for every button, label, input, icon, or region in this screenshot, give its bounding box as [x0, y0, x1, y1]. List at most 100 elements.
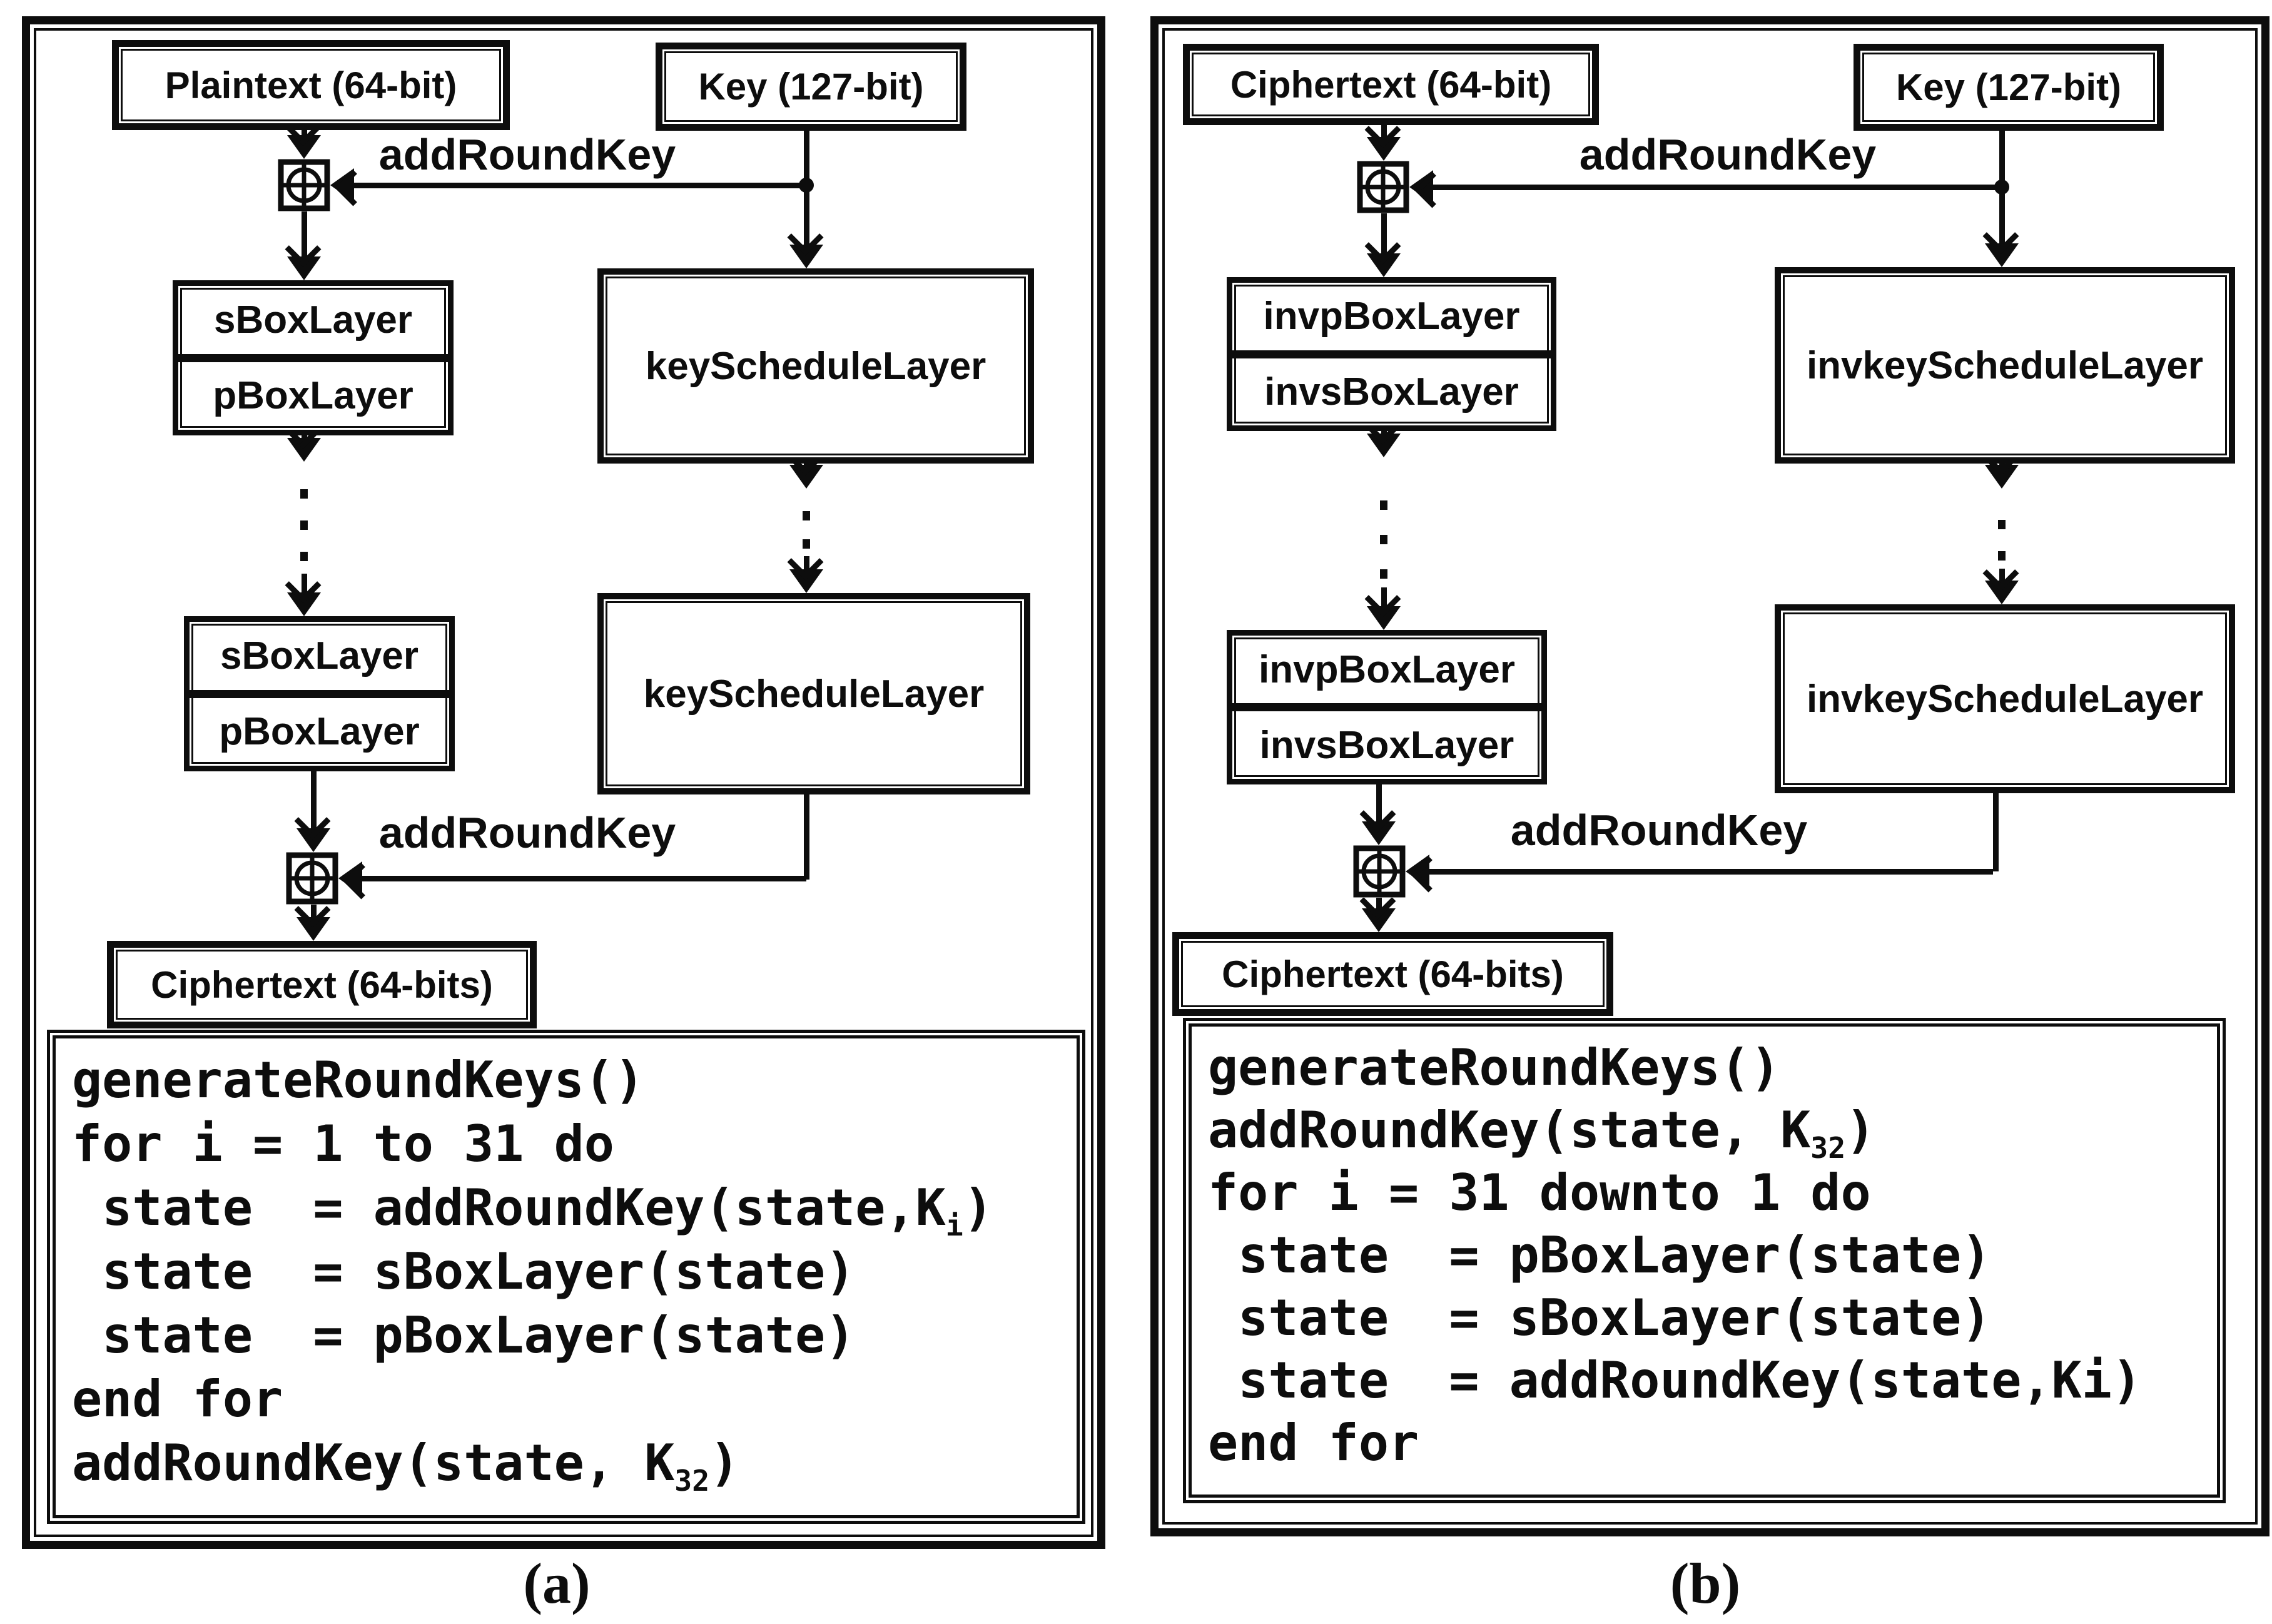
- key-label: Key (127-bit): [698, 66, 924, 108]
- invs-layer-cell: invsBoxLayer: [1264, 370, 1519, 414]
- box-divider: [1232, 703, 1541, 711]
- code-line: for i = 31 downto 1 do: [1208, 1164, 1871, 1222]
- ciphertext-label: Ciphertext (64-bits): [151, 963, 493, 1006]
- arrow-down-icon: [287, 592, 321, 616]
- code-line: generateRoundKeys(): [72, 1051, 645, 1109]
- arrow-down-icon: [287, 438, 321, 462]
- dotted-line-dot: [300, 552, 308, 561]
- arrow-down-icon: [1367, 606, 1401, 630]
- code-line: end for: [1208, 1414, 1419, 1472]
- arrow-left-icon: [338, 861, 362, 895]
- add-round-key-line: [1432, 185, 1999, 190]
- add-round-key-label: addRoundKey: [378, 808, 676, 857]
- xor-icon: [1353, 845, 1406, 898]
- pbox-layer-cell: pBoxLayer: [213, 374, 413, 418]
- dotted-line-dot: [1380, 569, 1387, 579]
- pseudocode-box: generateRoundKeys() addRoundKey(state, K…: [1183, 1018, 2226, 1503]
- key-schedule-label: keyScheduleLayer: [643, 672, 985, 716]
- box-divider: [1232, 350, 1551, 358]
- junction-dot: [799, 178, 814, 193]
- code-line: state = addRoundKey(state,Ki): [72, 1179, 993, 1242]
- code-line: end for: [72, 1370, 283, 1428]
- elbow-line: [361, 876, 806, 881]
- code-line: for i = 1 to 31 do: [72, 1115, 614, 1173]
- dotted-line-dot: [1380, 535, 1387, 544]
- key-schedule-box: keyScheduleLayer: [597, 268, 1034, 464]
- pseudocode-box: generateRoundKeys() for i = 1 to 31 do s…: [47, 1030, 1085, 1524]
- arrow-down-icon: [789, 465, 823, 489]
- arrow-down-icon: [297, 828, 330, 852]
- box-divider: [178, 353, 448, 362]
- key-schedule-label: keyScheduleLayer: [645, 344, 986, 388]
- sbox-layer-cell: sBoxLayer: [220, 634, 419, 678]
- dotted-line-dot: [803, 511, 810, 520]
- xor-icon: [278, 159, 330, 211]
- code-line: state = pBoxLayer(state): [1208, 1226, 1992, 1284]
- key-box: Key (127-bit): [1854, 44, 2164, 131]
- key-label: Key (127-bit): [1895, 66, 2122, 108]
- code-line: addRoundKey(state, K32): [1208, 1101, 1876, 1165]
- panel-a-caption: (a): [523, 1551, 591, 1615]
- plaintext-box: Plaintext (64-bit): [112, 40, 510, 130]
- code-line: addRoundKey(state, K32): [72, 1434, 740, 1498]
- arrow-down-icon: [287, 256, 321, 280]
- inv-key-schedule-label: invkeyScheduleLayer: [1806, 677, 2204, 721]
- pseudocode: generateRoundKeys() for i = 1 to 31 do s…: [56, 1038, 1077, 1495]
- sbox-pbox-box: sBoxLayer pBoxLayer: [184, 616, 455, 771]
- panel-a-encryption: Plaintext (64-bit) Key (127-bit) addRoun…: [22, 16, 1105, 1549]
- invs-layer-cell: invsBoxLayer: [1259, 723, 1514, 767]
- add-round-key-label: addRoundKey: [1510, 806, 1808, 855]
- ciphertext-box: Ciphertext (64-bits): [107, 941, 537, 1028]
- inv-key-schedule-label: invkeyScheduleLayer: [1806, 343, 2204, 387]
- arrow-down-icon: [1985, 243, 2019, 267]
- code-line: state = sBoxLayer(state): [72, 1242, 856, 1301]
- ciphertext-input-label: Ciphertext (64-bit): [1230, 63, 1552, 106]
- code-line: state = addRoundKey(state,Ki): [1208, 1351, 2143, 1409]
- invp-layer-cell: invpBoxLayer: [1258, 647, 1516, 691]
- code-line: generateRoundKeys(): [1208, 1038, 1781, 1097]
- code-line: state = pBoxLayer(state): [72, 1306, 856, 1364]
- elbow-line: [1428, 869, 1993, 875]
- plaintext-label: Plaintext (64-bit): [165, 64, 457, 106]
- ciphertext-output-box: Ciphertext (64-bits): [1172, 932, 1613, 1016]
- inv-key-schedule-box: invkeyScheduleLayer: [1775, 604, 2235, 793]
- xor-icon: [286, 852, 338, 905]
- invp-invs-box: invpBoxLayer invsBoxLayer: [1227, 277, 1556, 431]
- arrow-down-icon: [1367, 137, 1401, 161]
- arrow-left-icon: [330, 168, 354, 202]
- elbow-line: [804, 782, 809, 880]
- key-box: Key (127-bit): [656, 43, 966, 131]
- arrow-down-icon: [287, 135, 321, 159]
- dotted-line-dot: [300, 489, 308, 499]
- invp-layer-cell: invpBoxLayer: [1263, 295, 1520, 338]
- arrow-down-icon: [1367, 253, 1401, 277]
- arrow-left-icon: [1409, 170, 1433, 204]
- arrow-down-icon: [1362, 908, 1396, 932]
- dotted-line-dot: [1380, 500, 1387, 510]
- add-round-key-line: [353, 183, 806, 188]
- sbox-layer-cell: sBoxLayer: [213, 298, 413, 342]
- dotted-line-dot: [300, 520, 308, 530]
- inv-key-schedule-box: invkeyScheduleLayer: [1775, 267, 2235, 464]
- xor-icon: [1357, 161, 1409, 213]
- arrow-down-icon: [789, 569, 823, 593]
- arrow-down-icon: [1367, 434, 1401, 457]
- dotted-line-dot: [1998, 520, 2006, 529]
- key-schedule-box: keyScheduleLayer: [597, 593, 1030, 794]
- box-divider: [190, 689, 449, 698]
- arrow-down-icon: [789, 245, 823, 268]
- arrow-down-icon: [297, 917, 330, 941]
- add-round-key-label: addRoundKey: [378, 130, 676, 179]
- flow-line: [311, 760, 317, 830]
- pseudocode: generateRoundKeys() addRoundKey(state, K…: [1192, 1027, 2217, 1474]
- arrow-down-icon: [1985, 581, 2019, 604]
- arrow-left-icon: [1406, 855, 1429, 888]
- code-line: state = sBoxLayer(state): [1208, 1289, 1992, 1347]
- add-round-key-label: addRoundKey: [1579, 130, 1877, 179]
- panel-b-decryption: Ciphertext (64-bit) Key (127-bit) addRou…: [1150, 16, 2269, 1536]
- ciphertext-output-label: Ciphertext (64-bits): [1222, 953, 1564, 995]
- arrow-down-icon: [1985, 465, 2019, 489]
- arrow-down-icon: [1362, 821, 1396, 845]
- elbow-line: [1993, 781, 1999, 871]
